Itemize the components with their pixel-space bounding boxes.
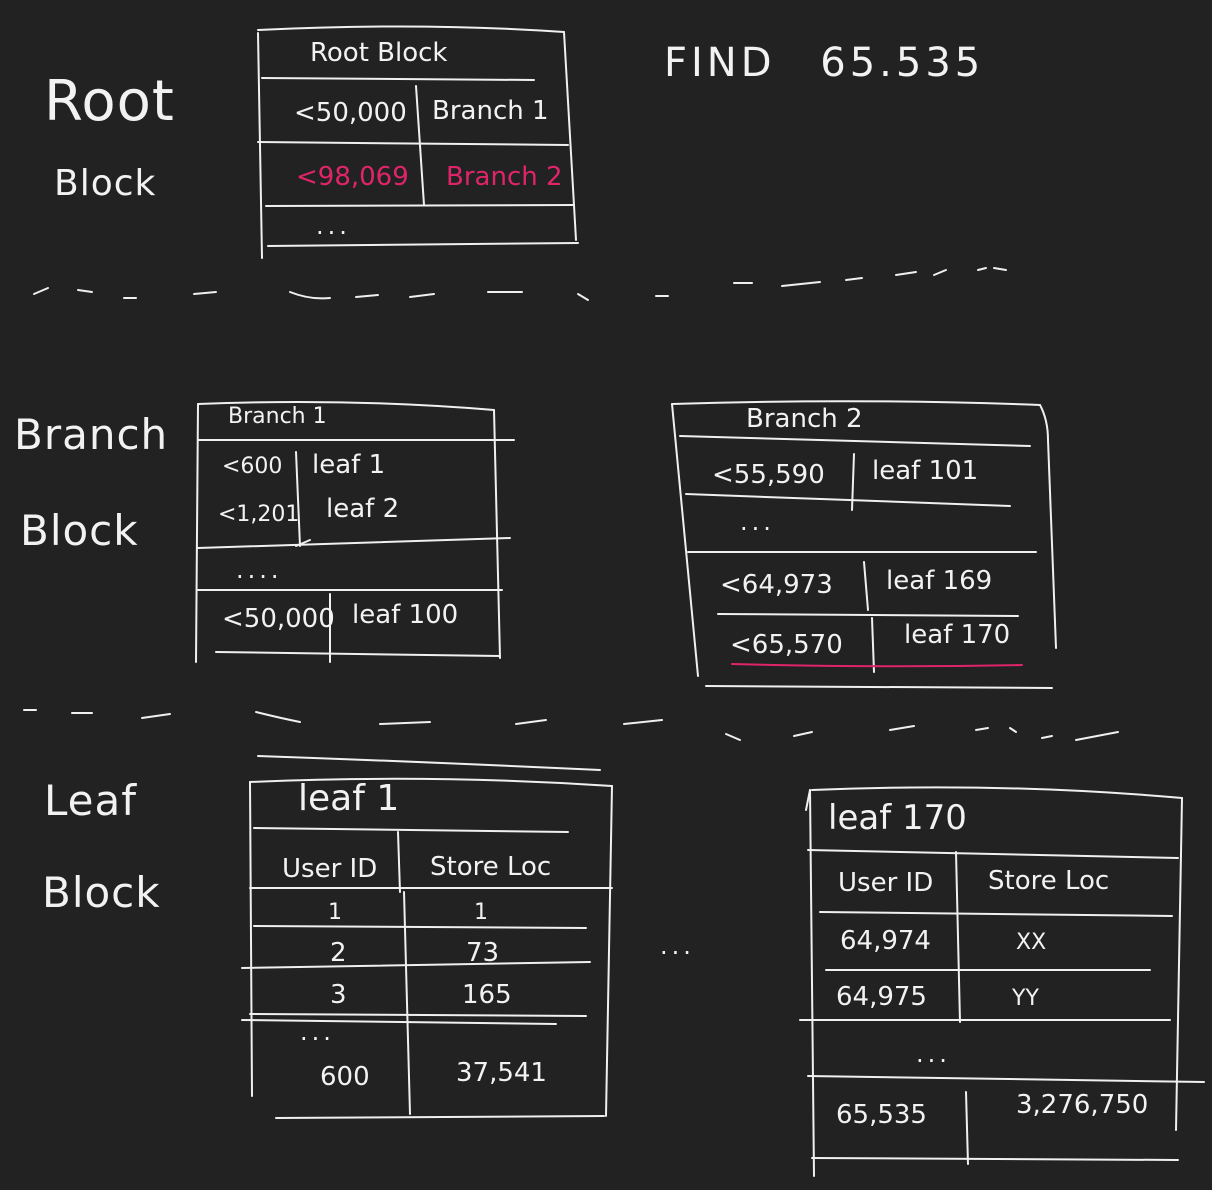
branch2-row-2-key: <64,973 xyxy=(720,570,833,600)
leaf1-row-2-id: 2 xyxy=(330,938,347,968)
branch1-row-2-pointer: leaf 2 xyxy=(326,494,400,524)
branch2-frame xyxy=(671,400,1057,689)
branch2-row-3-pointer: leaf 170 xyxy=(904,620,1011,650)
leaf1-ellipsis: ... xyxy=(300,1018,335,1046)
leaf170-ellipsis: ... xyxy=(916,1040,951,1068)
leaf170-row-2-id: 64,975 xyxy=(836,982,927,1012)
root-row-1-pointer: Branch 1 xyxy=(432,96,549,126)
root-block-frame xyxy=(257,25,579,259)
leaf1-row-2-loc: 73 xyxy=(466,938,500,968)
leaf170-row-1-id: 64,974 xyxy=(840,926,931,956)
branch2-ellipsis: ... xyxy=(740,508,775,536)
leaf-level-label: Leaf xyxy=(44,776,138,825)
find-label: FIND xyxy=(664,40,776,86)
leaf1-row-3-loc: 165 xyxy=(462,980,512,1010)
leaf170-row-1-loc: XX xyxy=(1016,930,1047,955)
leaf1-frame xyxy=(241,755,613,1119)
branch2-row-1-key: <55,590 xyxy=(712,460,825,490)
branch2-highlight-underline xyxy=(731,663,1023,668)
branch1-row-2-key: <1,201 xyxy=(218,502,300,527)
leaf1-title: leaf 1 xyxy=(298,778,400,819)
root-row-2-pointer: Branch 2 xyxy=(446,162,563,192)
leaf1-col-store-loc: Store Loc xyxy=(430,852,552,882)
leaf1-row-1-id: 1 xyxy=(328,900,342,925)
branch1-row-3-pointer: leaf 100 xyxy=(352,600,459,630)
level-divider-1 xyxy=(33,267,1007,301)
branch2-row-3-key: <65,570 xyxy=(730,630,843,660)
find-query: FIND 65.535 xyxy=(664,40,984,86)
leaf170-col-store-loc: Store Loc xyxy=(988,866,1110,896)
branch1-ellipsis: .... xyxy=(236,556,283,584)
leaf1-last-row-id: 600 xyxy=(320,1062,370,1092)
branch1-title: Branch 1 xyxy=(228,404,327,429)
leaf1-last-row-loc: 37,541 xyxy=(456,1058,547,1088)
leaf170-last-row-id: 65,535 xyxy=(836,1100,927,1130)
leaf170-col-user-id: User ID xyxy=(838,868,934,898)
branch1-row-1-pointer: leaf 1 xyxy=(312,450,386,480)
root-row-1-key: <50,000 xyxy=(294,98,407,128)
leaf170-last-row-loc: 3,276,750 xyxy=(1016,1090,1149,1120)
find-value: 65.535 xyxy=(820,40,985,86)
branch1-frame xyxy=(195,401,515,663)
level-divider-2 xyxy=(23,709,1119,741)
leaf1-row-3-id: 3 xyxy=(330,980,347,1010)
root-level-label-2: Block xyxy=(54,163,157,204)
leaf170-row-2-loc: YY xyxy=(1012,986,1039,1011)
root-ellipsis: ... xyxy=(316,212,351,240)
leaf1-row-1-loc: 1 xyxy=(474,900,488,925)
leaf1-col-user-id: User ID xyxy=(282,854,378,884)
branch1-row-3-key: <50,000 xyxy=(222,604,335,634)
branch-level-label-2: Block xyxy=(20,506,139,555)
branch-level-label: Branch xyxy=(14,410,169,459)
leaf170-title: leaf 170 xyxy=(828,798,967,838)
root-block-title: Root Block xyxy=(310,38,448,68)
branch2-title: Branch 2 xyxy=(746,404,863,434)
leaf170-frame xyxy=(799,786,1205,1177)
leaf-level-label-2: Block xyxy=(42,868,161,917)
root-row-2-key: <98,069 xyxy=(296,162,409,192)
branch1-row-1-key: <600 xyxy=(222,454,283,479)
between-leaves-ellipsis: ... xyxy=(660,932,695,960)
root-level-label: Root xyxy=(44,69,175,134)
branch2-row-2-pointer: leaf 169 xyxy=(886,566,993,596)
branch2-row-1-pointer: leaf 101 xyxy=(872,456,979,486)
